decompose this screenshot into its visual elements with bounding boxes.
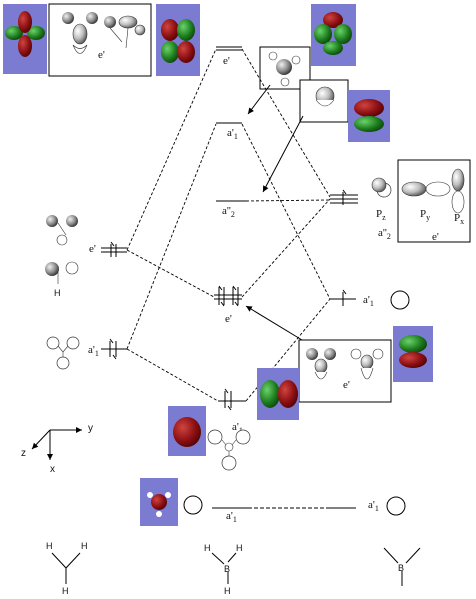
orbital-panel-top-left-2 [156, 4, 200, 76]
px-label: P [454, 212, 460, 224]
label-a1-bottom: a' [226, 510, 233, 522]
orbital-panel-lower-right [393, 326, 433, 382]
e-prime-box-lower: e' [298, 339, 392, 403]
h3-fragment-e-icon [46, 215, 78, 246]
label-left-a1-sub: 1 [95, 349, 99, 358]
level-center-e-prime-top: e' [216, 46, 242, 67]
label-left-e-prime: e' [89, 243, 96, 255]
svg-text:Pz: Pz [376, 208, 386, 222]
label-right-a1-bottom-sub: 1 [375, 504, 379, 513]
orbital-panel-center-low [257, 368, 299, 420]
level-left-a1: a'1 [88, 338, 127, 360]
orbital-panel-a2-red [348, 90, 390, 142]
correlation-lines [126, 48, 331, 402]
bh3-atom-h2: H [236, 543, 243, 553]
svg-text:a'1: a'1 [363, 294, 374, 308]
svg-text:a'1: a'1 [368, 499, 379, 513]
pz-sub: z [382, 213, 386, 222]
svg-text:a'1: a'1 [226, 510, 237, 524]
h3-atom-3: H [62, 586, 69, 596]
level-right-a1: a'1 [330, 289, 410, 310]
label-a2: a'' [222, 205, 231, 217]
core-s-left-icon [183, 495, 203, 515]
h3-atom-2: H [81, 541, 88, 551]
py-label: P [420, 208, 426, 220]
h3-fragment-a1-icon-lower [207, 429, 251, 471]
bh3-atom-h3: H [224, 586, 231, 596]
axis-z-label: z [21, 448, 26, 459]
h3-fragment-a1-icon [46, 336, 80, 370]
level-center-a1-low: a'1 [218, 388, 246, 435]
s-orbital-icon [390, 290, 410, 310]
h3-fragment-e-icon-2: H [45, 261, 79, 298]
level-left-e-prime: e' [89, 241, 127, 257]
orbital-panel-core [140, 478, 178, 526]
h-label: H [54, 288, 61, 298]
py-sub: y [426, 213, 430, 222]
pz-label: P [376, 208, 382, 220]
label-right-a1-sub: 1 [370, 299, 374, 308]
bh3-atom-h1: H [204, 543, 211, 553]
arrow-to-e-prime-mid [245, 305, 303, 341]
level-right-p-orbitals [330, 189, 358, 205]
arrow-to-a2 [262, 115, 304, 193]
label-right-a1-bottom: a' [368, 499, 375, 511]
label-left-a1: a' [88, 344, 95, 356]
e-prime-box-lower-label: e' [343, 379, 350, 391]
b-atom: B [398, 563, 404, 573]
svg-text:a'1: a'1 [227, 127, 238, 141]
axis-y-label: y [88, 423, 93, 434]
svg-text:a''2: a''2 [378, 227, 391, 241]
e-prime-box-top: e' [48, 3, 152, 77]
svg-text:Px: Px [454, 212, 464, 226]
a2-label: a'' [378, 227, 387, 239]
label-right-a1: a' [363, 294, 370, 306]
orbital-panel-top-left-1 [3, 4, 47, 74]
svg-text:Py: Py [420, 208, 430, 222]
core-s-orbital-icon [386, 496, 406, 516]
h3-atom-1: H [46, 541, 53, 551]
p-box-e-label: e' [432, 231, 439, 243]
a2-sub: 2 [387, 232, 391, 241]
px-sub: x [460, 217, 464, 226]
arrow-to-a1-top [247, 84, 271, 115]
axis-x-label: x [50, 464, 55, 475]
label-a1-bottom-sub: 1 [233, 515, 237, 524]
label-a1-top: a' [227, 127, 234, 139]
p-orbital-box-small [299, 79, 349, 123]
level-center-e-prime-mid: e' [214, 285, 242, 325]
svg-text:a''2: a''2 [222, 205, 235, 219]
molecule-bh3: H B H H [204, 543, 243, 596]
level-center-a1-top: a'1 [216, 122, 242, 141]
level-bottom-a1: a'1 a'1 [212, 496, 406, 524]
molecule-h3: H H H [46, 541, 88, 596]
bh3-atom-b: B [224, 564, 230, 574]
coordinate-axes [31, 427, 82, 460]
label-a1-top-sub: 1 [234, 132, 238, 141]
molecule-b: B [383, 547, 421, 586]
label-a1-low: a' [232, 421, 239, 433]
label-a2-sub: 2 [231, 210, 235, 219]
svg-text:a'1: a'1 [88, 344, 99, 358]
level-center-a2: a''2 [216, 200, 246, 219]
label-e-prime-top: e' [223, 55, 230, 67]
orbital-panel-s-red [168, 406, 206, 456]
label-e-prime-mid: e' [225, 313, 232, 325]
p-orbitals-box: Pz Py Px a''2 e' [371, 159, 471, 243]
e-prime-box-top-label: e' [98, 49, 105, 61]
orbital-panel-top-right [311, 4, 356, 66]
